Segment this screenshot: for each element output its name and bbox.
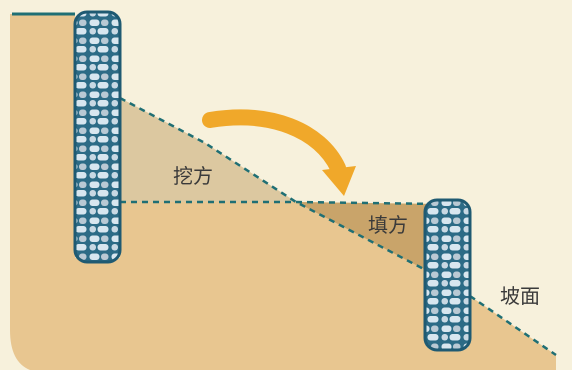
soil-body bbox=[10, 14, 556, 370]
curved-arrow-icon bbox=[202, 109, 356, 196]
cut-label: 挖方 bbox=[173, 164, 213, 188]
left-retaining-wall bbox=[73, 10, 122, 264]
fill-label: 填方 bbox=[368, 213, 408, 237]
cut-region bbox=[120, 98, 296, 202]
bench-line bbox=[120, 200, 438, 206]
slope-label: 坡面 bbox=[500, 284, 540, 308]
right-retaining-wall bbox=[423, 198, 472, 352]
original-slope-line bbox=[119, 96, 438, 278]
